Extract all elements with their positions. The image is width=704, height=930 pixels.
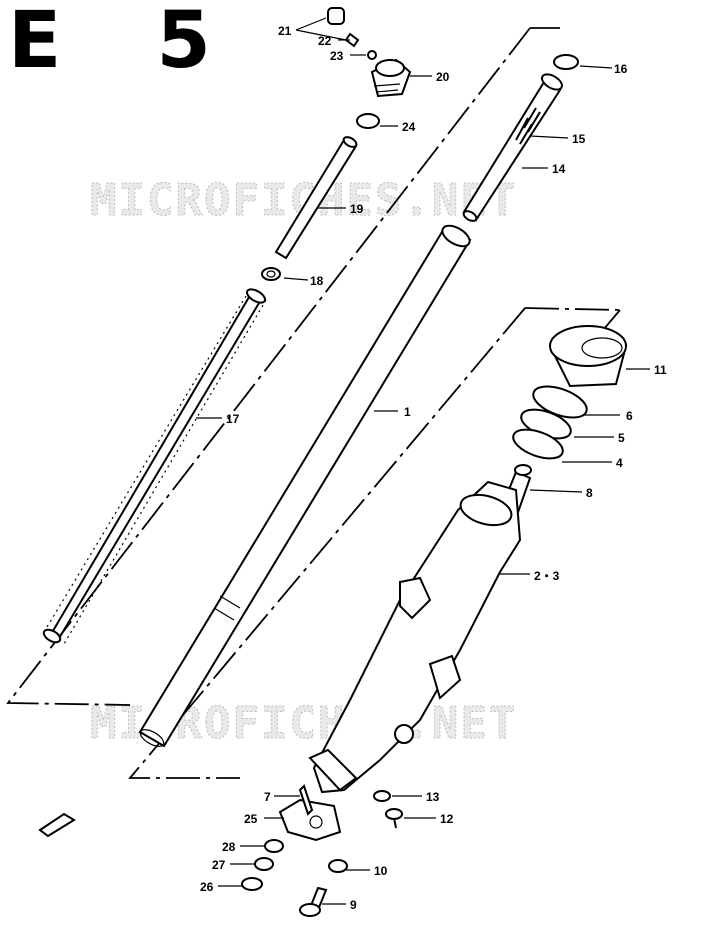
front-arrow-icon bbox=[38, 812, 76, 838]
callout-9: 9 bbox=[350, 898, 357, 912]
top-seal bbox=[553, 54, 579, 70]
fork-spring bbox=[42, 288, 267, 645]
axle-bolt bbox=[299, 886, 328, 917]
callout-12: 12 bbox=[440, 812, 454, 826]
screw-12 bbox=[385, 808, 403, 829]
assembly-boundary-upper bbox=[6, 27, 560, 706]
callout-6: 6 bbox=[626, 409, 633, 423]
damper-rod bbox=[274, 136, 358, 260]
callout-20: 20 bbox=[436, 70, 450, 84]
callout-5: 5 bbox=[618, 431, 625, 445]
callout-22: 22 bbox=[318, 34, 332, 48]
washer-27 bbox=[254, 857, 274, 871]
callout-13: 13 bbox=[426, 790, 440, 804]
callout-28: 28 bbox=[222, 840, 236, 854]
air-valve-bolt bbox=[327, 7, 377, 60]
callout-23: 23 bbox=[330, 49, 344, 63]
callout-26: 26 bbox=[200, 880, 214, 894]
callout-27: 27 bbox=[212, 858, 226, 872]
watermark-top: MICROFICHES.NET bbox=[90, 175, 517, 226]
washer-28 bbox=[264, 839, 284, 853]
callout-18: 18 bbox=[310, 274, 324, 288]
axle-holder bbox=[278, 798, 342, 842]
callout-25: 25 bbox=[244, 812, 258, 826]
callout-8: 8 bbox=[586, 486, 593, 500]
outer-tube bbox=[308, 480, 522, 794]
oil-seal-washer bbox=[512, 428, 564, 460]
dust-seal bbox=[549, 325, 628, 388]
callout-10: 10 bbox=[374, 864, 388, 878]
section-label: E 5 bbox=[8, 0, 245, 86]
leader-lines bbox=[196, 17, 650, 905]
callout-11: 11 bbox=[654, 363, 667, 377]
callout-14: 14 bbox=[552, 162, 566, 176]
callout-16: 16 bbox=[614, 62, 628, 76]
seat-ring bbox=[261, 267, 281, 281]
callout-21: 21 bbox=[278, 24, 292, 38]
callout-19: 19 bbox=[350, 202, 364, 216]
callout-7: 7 bbox=[264, 790, 271, 804]
callout-2-3: 2・3 bbox=[534, 569, 560, 583]
washer-26 bbox=[241, 877, 263, 891]
callout-17: 17 bbox=[226, 412, 240, 426]
callout-15: 15 bbox=[572, 132, 586, 146]
callout-24: 24 bbox=[402, 120, 416, 134]
nut-10 bbox=[328, 859, 348, 873]
o-ring bbox=[356, 113, 380, 129]
inner-tube bbox=[138, 224, 472, 748]
callout-4: 4 bbox=[616, 456, 623, 470]
stud-bolt bbox=[298, 784, 314, 816]
rebound-damper bbox=[462, 73, 563, 222]
cap-bolt bbox=[370, 58, 412, 98]
callout-1: 1 bbox=[404, 405, 411, 419]
nut-13 bbox=[373, 790, 391, 802]
